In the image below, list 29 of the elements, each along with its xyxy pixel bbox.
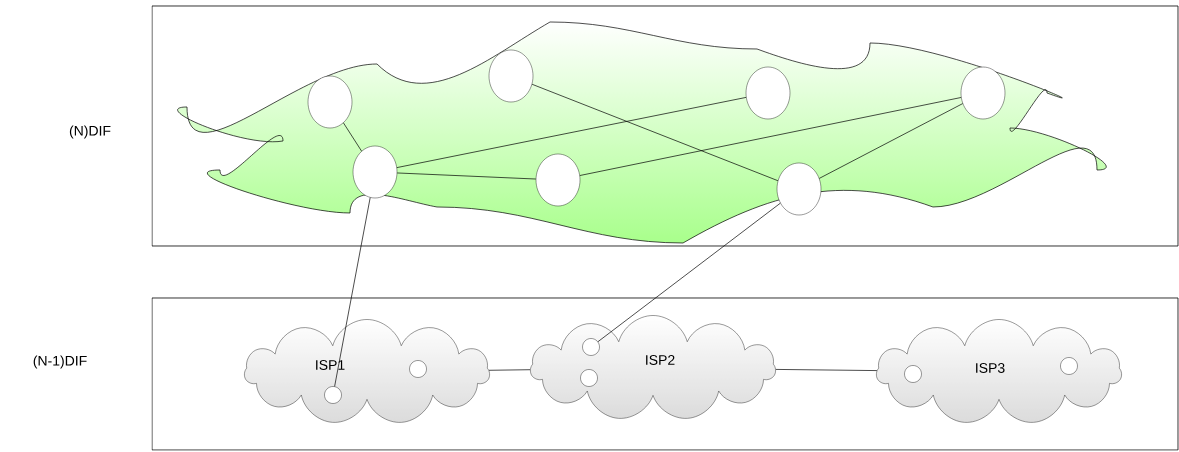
node-circle — [409, 360, 427, 378]
network-cloud — [177, 21, 1107, 244]
node-circle — [776, 162, 822, 216]
node-circle — [535, 153, 581, 207]
node-circle — [488, 49, 534, 103]
node-circle — [1060, 357, 1078, 375]
node-circle — [324, 386, 342, 404]
node-circle — [745, 66, 791, 120]
isp-cloud: ISP3 — [876, 319, 1122, 423]
node-circle — [960, 66, 1006, 120]
node-circle — [904, 365, 922, 383]
isp-cloud: ISP2 — [530, 315, 776, 419]
connector-line — [597, 202, 781, 343]
isp-cloud: ISP1 — [244, 319, 490, 423]
connector-line — [579, 97, 962, 176]
node-circle — [307, 75, 353, 129]
layer-label: (N)DIF — [69, 125, 111, 139]
connector-line — [334, 197, 371, 387]
node-circle — [580, 369, 598, 387]
connector-line — [343, 122, 362, 152]
node-circle — [582, 338, 600, 356]
connector-line — [818, 103, 964, 179]
layer-label: (N-1)DIF — [33, 355, 87, 369]
connector-line — [396, 172, 537, 180]
node-circle — [352, 145, 398, 199]
connector-line — [531, 83, 779, 182]
connector-line — [775, 369, 878, 371]
connector-line — [396, 97, 747, 168]
connector-line — [488, 369, 531, 371]
